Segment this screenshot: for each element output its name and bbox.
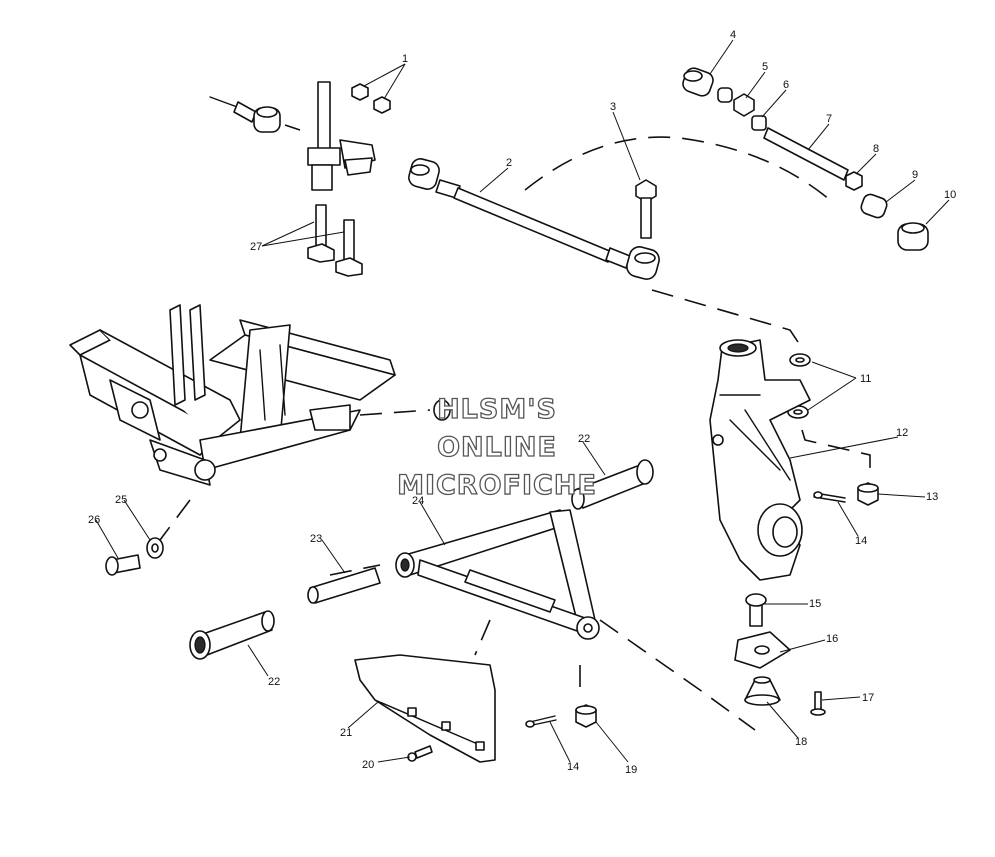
callout-5: 5	[762, 61, 768, 73]
part-14-cotter-pin-lower	[525, 715, 557, 728]
callout-4: 4	[730, 29, 736, 41]
frame	[69, 304, 396, 486]
callout-14-lower: 14	[567, 761, 579, 773]
leader-lines	[95, 39, 950, 763]
callout-13: 13	[926, 491, 938, 503]
part-27-bolts	[307, 204, 363, 277]
part-15-ball-joint-stud	[745, 593, 767, 627]
callout-19: 19	[625, 764, 637, 776]
steering-post	[209, 81, 376, 191]
tie-rod-assembly-exploded	[682, 67, 929, 251]
callout-21: 21	[340, 727, 352, 739]
callout-24: 24	[412, 495, 424, 507]
part-24-a-arm	[395, 509, 600, 640]
callout-12: 12	[896, 427, 908, 439]
callout-25: 25	[115, 494, 127, 506]
callouts: 1 2 3 4 5 6 7 8 9 10 11 12 13 14 15 16 1…	[88, 29, 956, 776]
part-20-screw	[407, 745, 433, 762]
part-28-washer	[433, 399, 451, 421]
callout-1: 1	[402, 53, 408, 65]
callout-17: 17	[862, 692, 874, 704]
callout-3: 3	[610, 101, 616, 113]
part-1-nuts	[351, 83, 391, 114]
callout-6: 6	[783, 79, 789, 91]
part-2-tie-rod	[408, 158, 660, 280]
callout-10: 10	[944, 189, 956, 201]
callout-2: 2	[506, 157, 512, 169]
callout-8: 8	[873, 143, 879, 155]
part-21-skid-plate	[354, 654, 496, 763]
callout-26: 26	[88, 514, 100, 526]
part-12-spindle	[709, 339, 811, 581]
part-19-castle-nut	[575, 704, 597, 728]
part-18-boot	[744, 676, 781, 706]
watermark-line-2: ONLINE	[437, 432, 557, 463]
part-26-bolt	[105, 554, 141, 576]
callout-18: 18	[795, 736, 807, 748]
part-16-plate	[734, 631, 791, 669]
part-13-castle-nut	[857, 482, 879, 506]
part-22-bushing-upper	[571, 459, 654, 510]
part-3-bolt	[635, 179, 657, 239]
callout-20: 20	[362, 759, 374, 771]
callout-16: 16	[826, 633, 838, 645]
part-22-bushing-lower	[189, 610, 275, 660]
assembly-guide-lines	[159, 124, 871, 731]
watermark-line-1: HLSM'S	[437, 394, 557, 425]
callout-27: 27	[250, 241, 262, 253]
callout-11: 11	[860, 373, 871, 385]
callout-9: 9	[912, 169, 918, 181]
part-14-cotter-pin-upper	[813, 491, 846, 503]
watermark: HLSM'S ONLINE MICROFICHE	[396, 393, 597, 501]
callout-15: 15	[809, 598, 821, 610]
callout-22-upper: 22	[578, 433, 590, 445]
callout-22-lower: 22	[268, 676, 280, 688]
callout-7: 7	[826, 113, 832, 125]
part-17-bolt	[810, 691, 826, 716]
part-25-washer	[146, 537, 164, 559]
callout-23: 23	[310, 533, 322, 545]
part-23-shaft	[307, 567, 381, 604]
watermark-line-3: MICROFICHE	[397, 470, 597, 501]
callout-14-upper: 14	[855, 535, 867, 547]
